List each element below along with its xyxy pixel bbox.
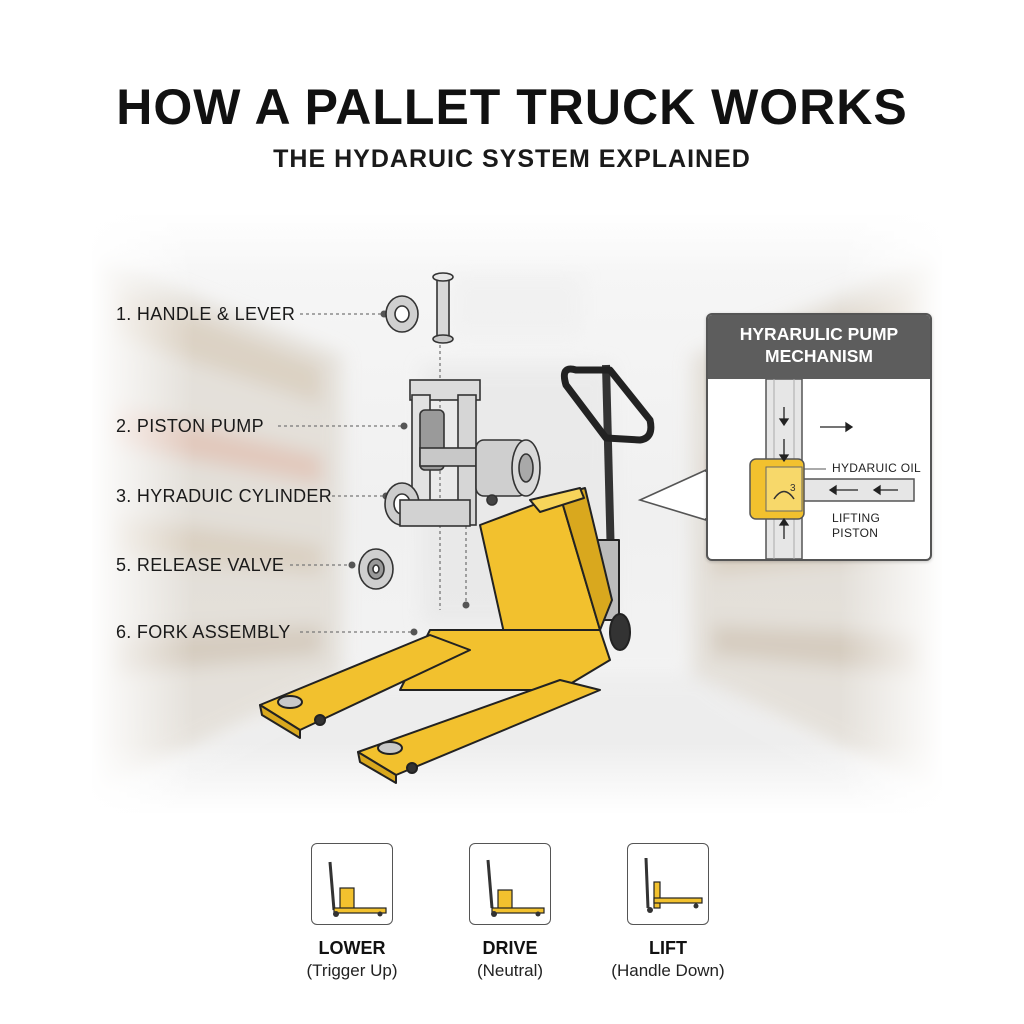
part-label-fork-assembly: 6. FORK ASSEMBLY — [116, 622, 291, 642]
mode-lift-name: LIFT — [649, 938, 687, 958]
handle-lever-parts-icon — [385, 272, 454, 344]
part-label-piston-pump: 2. PISTON PUMP — [116, 416, 264, 436]
release-valve-icon — [358, 548, 394, 590]
mode-drive-name: DRIVE — [482, 938, 538, 958]
mode-lower-name: LOWER — [318, 938, 386, 958]
pump-mechanism-inset: HYRARULIC PUMP MECHANISM 3 HYDARUIC OIL … — [706, 313, 932, 561]
part-label-release-valve: 5. RELEASE VALVE — [116, 555, 285, 575]
part-label-handle-lever: 1. HANDLE & LEVER — [116, 304, 296, 324]
page-title: HOW A PALLET TRUCK WORKS — [116, 79, 908, 135]
fork-assembly-icon — [259, 364, 655, 784]
inset-title-line1: HYRARULIC PUMP — [739, 324, 899, 344]
inset-piston-label-line2: PISTON — [832, 526, 879, 540]
piston-pump-icon — [409, 379, 481, 526]
mode-lift-desc: (Handle Down) — [611, 961, 725, 980]
mode-lower-desc: (Trigger Up) — [306, 961, 398, 980]
inset-oil-label: HYDARUIC OIL — [832, 461, 921, 475]
mode-drive-icon — [469, 843, 551, 925]
warehouse-background — [92, 215, 942, 815]
mode-drive-desc: (Neutral) — [476, 961, 544, 980]
hydraulic-cylinder-icon — [384, 439, 541, 527]
inset-piston-label-line1: LIFTING — [832, 511, 881, 525]
svg-text:3: 3 — [790, 483, 796, 494]
mode-lift-icon — [627, 843, 709, 925]
mode-lower-icon — [311, 843, 393, 925]
page-subtitle: THE HYDARUIC SYSTEM EXPLAINED — [273, 145, 751, 173]
pump-cross-section-icon: 3 — [749, 379, 915, 559]
inset-header: HYRARULIC PUMP MECHANISM — [708, 315, 930, 379]
inset-title-line2: MECHANISM — [765, 346, 873, 366]
part-label-hydraulic-cylinder: 3. HYRADUIC CYLINDER — [116, 486, 333, 506]
